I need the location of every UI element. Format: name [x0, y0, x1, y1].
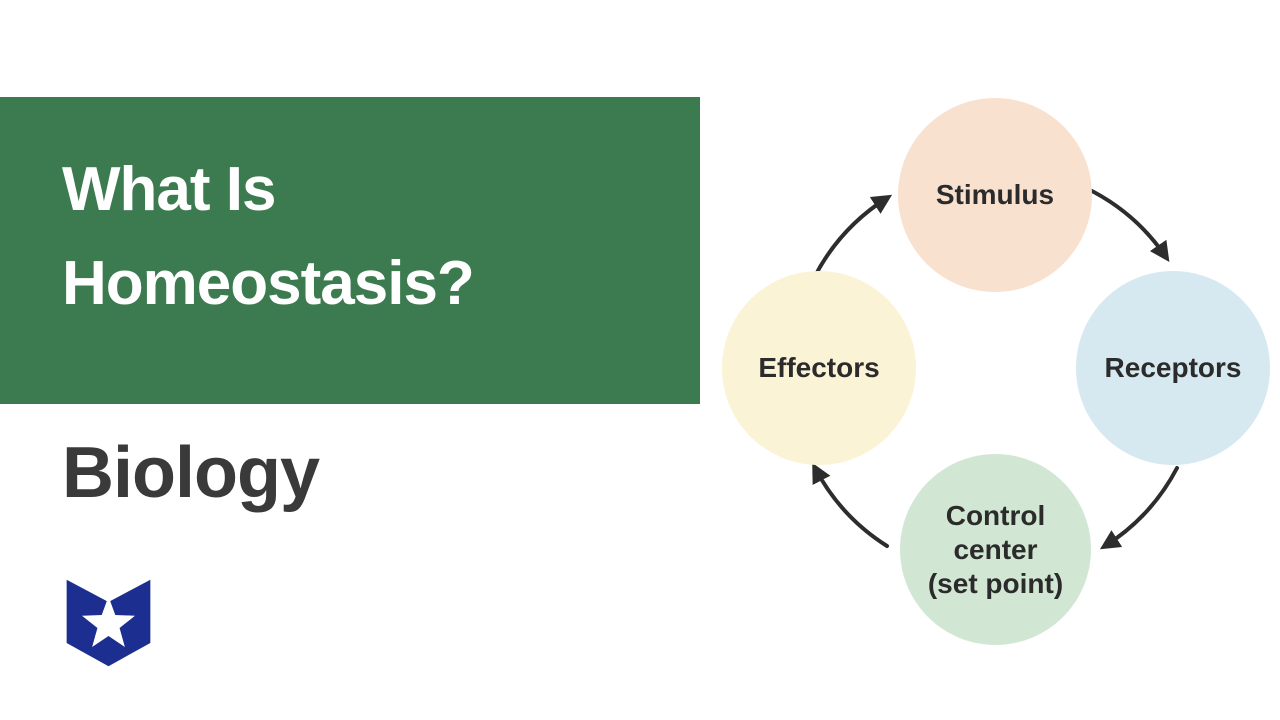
node-effectors-label: Effectors — [758, 352, 880, 383]
arrow-stimulus-to-receptors — [1084, 186, 1170, 262]
title-line-1: What Is — [62, 155, 276, 224]
arrow-control-center-to-effectors — [812, 462, 889, 548]
node-receptors: Receptors — [1076, 271, 1270, 465]
subject-label: Biology — [62, 433, 320, 513]
node-control-center-label: Control center (set point) — [927, 499, 1064, 599]
node-control-center: Control center (set point) — [900, 454, 1091, 645]
node-stimulus: Stimulus — [898, 98, 1092, 292]
node-receptors-label: Receptors — [1104, 352, 1242, 383]
page-title: What Is Homeostasis? — [62, 143, 700, 331]
shield-star-graphic — [66, 579, 151, 667]
node-stimulus-label: Stimulus — [935, 179, 1055, 210]
shield-star-icon — [62, 575, 155, 670]
arrow-effectors-to-stimulus — [813, 194, 893, 278]
title-line-2: Homeostasis? — [62, 249, 475, 318]
arrow-receptors-to-control-center — [1099, 466, 1179, 550]
node-effectors: Effectors — [722, 271, 916, 465]
title-banner: What Is Homeostasis? — [0, 97, 700, 404]
